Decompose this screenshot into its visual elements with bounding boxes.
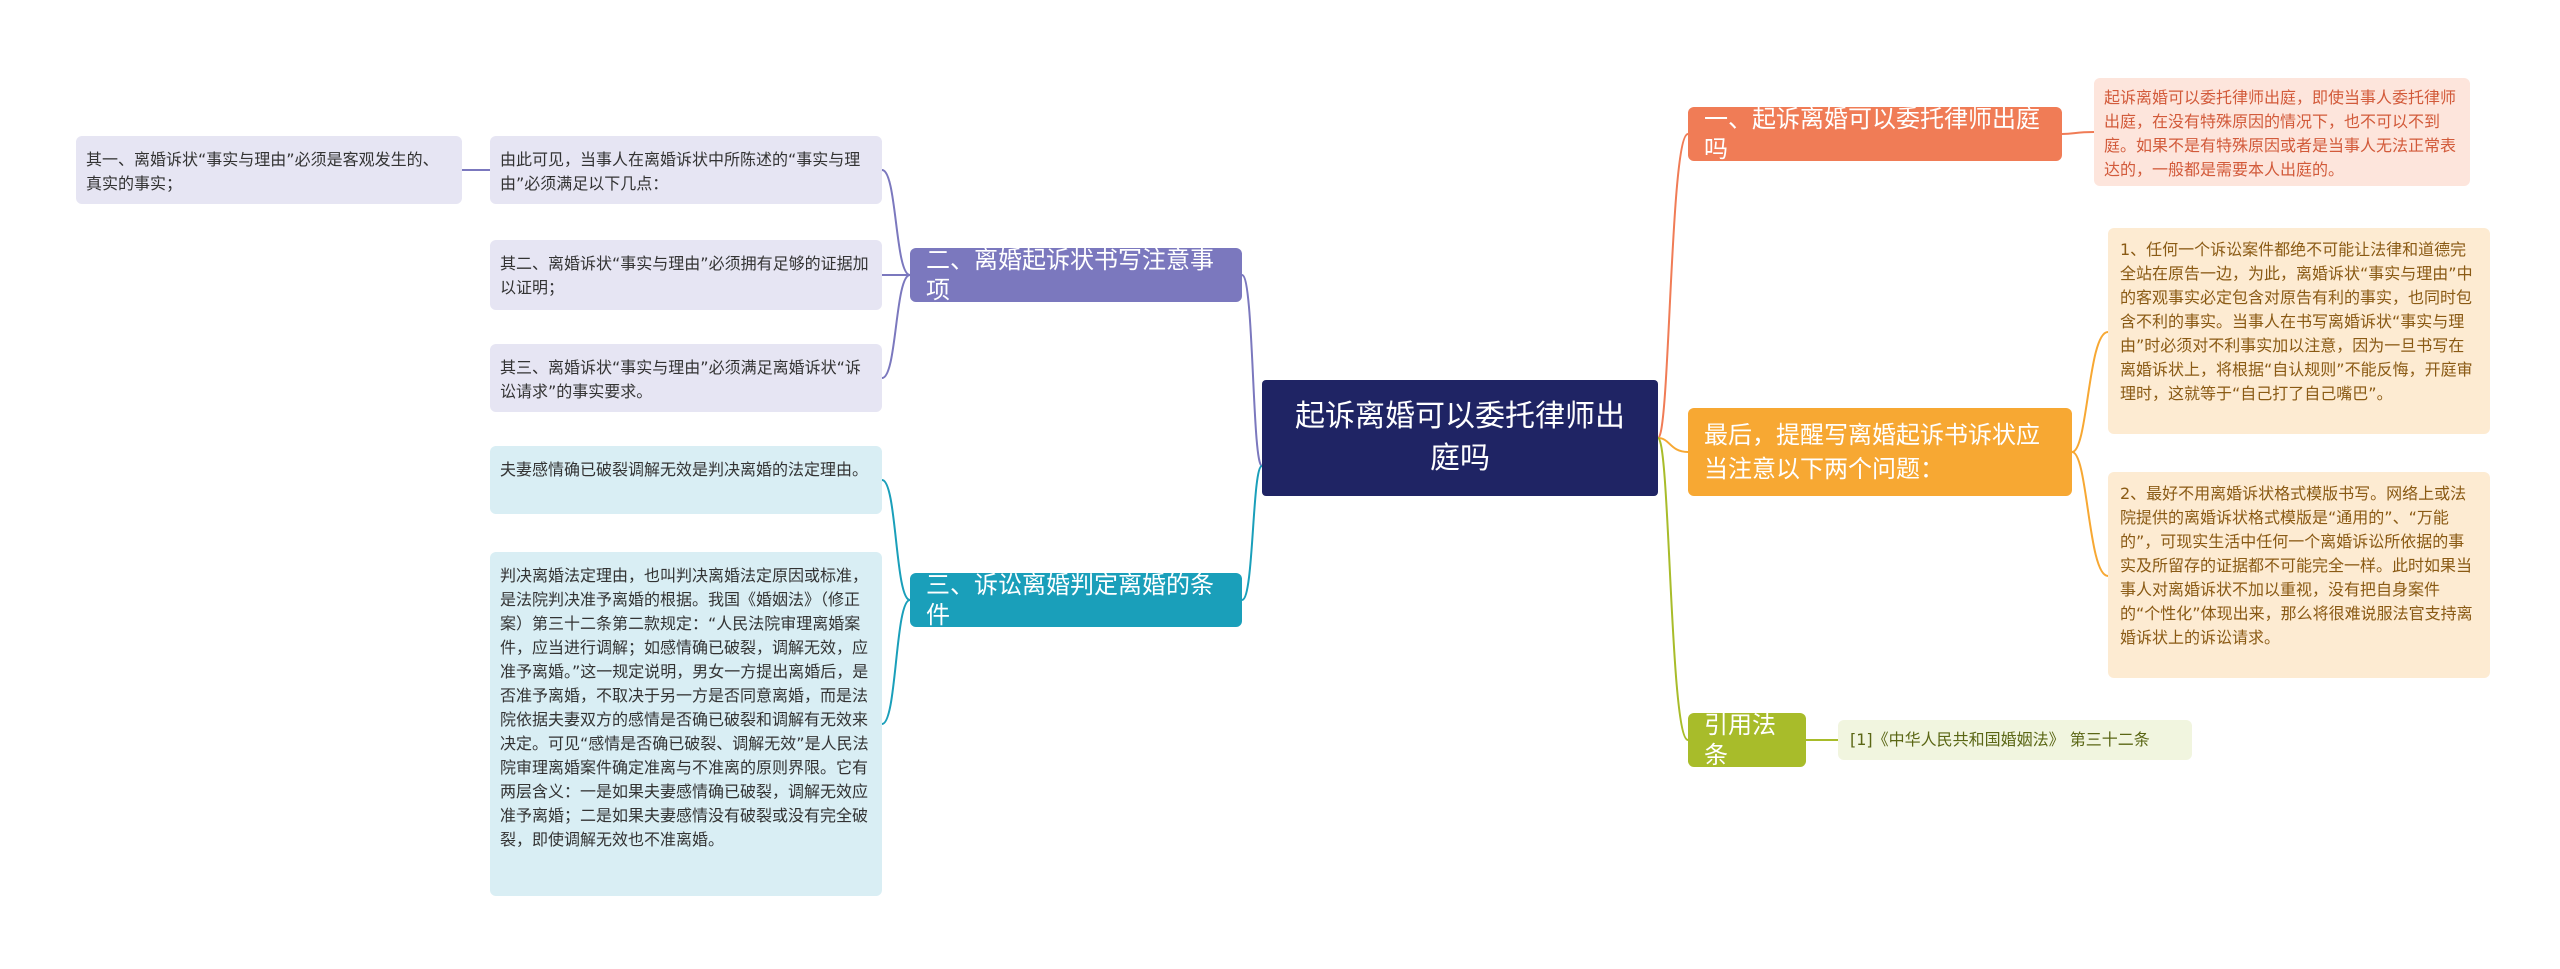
leaf-cited-law-text[interactable]: [1]《中华人民共和国婚姻法》 第三十二条 [1838,720,2192,760]
central-topic-label: 起诉离婚可以委托律师出庭吗 [1295,399,1625,476]
branch-lawyer-appearance-label: 一、起诉离婚可以委托律师出庭吗 [1704,105,2040,163]
leaf-legal-explanation[interactable]: 判决离婚法定理由，也叫判决离婚法定原因或标准，是法院判决准予离婚的根据。我国《婚… [490,552,882,896]
leaf-point-two[interactable]: 其二、离婚诉状“事实与理由”必须拥有足够的证据加以证明； [490,240,882,310]
leaf-lawyer-appearance-text[interactable]: 起诉离婚可以委托律师出庭，即使当事人委托律师出庭，在没有特殊原因的情况下，也不可… [2094,78,2470,186]
branch-cited-law-label: 引用法条 [1704,711,1776,769]
leaf-conclusion[interactable]: 由此可见，当事人在离婚诉状中所陈述的“事实与理由”必须满足以下几点： [490,136,882,204]
branch-final-reminders-label: 最后，提醒写离婚起诉书诉状应当注意以下两个问题： [1704,421,2040,483]
leaf-legal-reason[interactable]: 夫妻感情确已破裂调解无效是判决离婚的法定理由。 [490,446,882,514]
branch-lawyer-appearance[interactable]: 一、起诉离婚可以委托律师出庭吗 [1688,105,2062,163]
leaf-point-three[interactable]: 其三、离婚诉状“事实与理由”必须满足离婚诉状“诉讼请求”的事实要求。 [490,344,882,412]
branch-final-reminders[interactable]: 最后，提醒写离婚起诉书诉状应当注意以下两个问题： [1688,408,2072,496]
central-topic[interactable]: 起诉离婚可以委托律师出庭吗 [1262,380,1658,496]
leaf-point-one[interactable]: 其一、离婚诉状“事实与理由”必须是客观发生的、真实的事实； [76,136,462,204]
leaf-reminder-two[interactable]: 2、最好不用离婚诉状格式模版书写。网络上或法院提供的离婚诉状格式模版是“通用的”… [2108,472,2490,678]
branch-divorce-conditions-label: 三、诉讼离婚判定离婚的条件 [926,571,1214,629]
branch-divorce-conditions[interactable]: 三、诉讼离婚判定离婚的条件 [910,571,1242,629]
branch-writing-notes-label: 二、离婚起诉状书写注意事项 [926,246,1214,304]
leaf-reminder-one[interactable]: 1、任何一个诉讼案件都绝不可能让法律和道德完全站在原告一边，为此，离婚诉状“事实… [2108,228,2490,434]
branch-writing-notes[interactable]: 二、离婚起诉状书写注意事项 [910,246,1242,304]
branch-cited-law[interactable]: 引用法条 [1688,711,1806,769]
